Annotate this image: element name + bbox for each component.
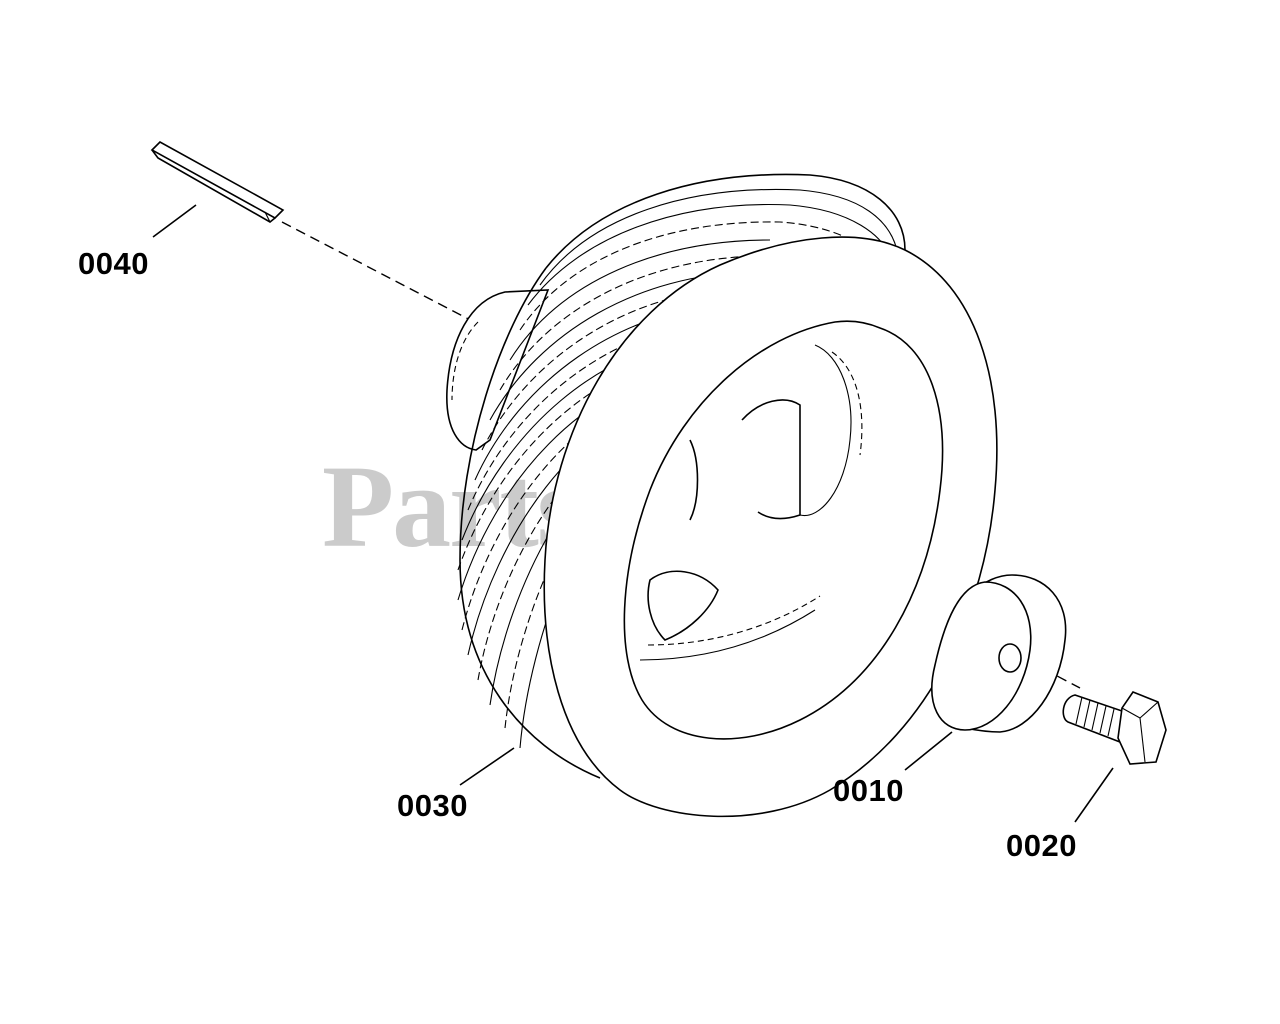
leader-0010 (904, 731, 953, 771)
bolt-part[interactable] (1062, 691, 1167, 765)
label-part-0030[interactable]: 0030 (397, 788, 468, 823)
label-part-0020[interactable]: 0020 (1006, 828, 1077, 863)
leader-0040 (152, 204, 197, 238)
key-part[interactable] (150, 141, 285, 223)
pulley-part[interactable] (446, 173, 998, 818)
label-part-0040[interactable]: 0040 (78, 246, 149, 281)
label-part-0010[interactable]: 0010 (833, 773, 904, 808)
centerline-key (281, 221, 479, 325)
leader-0030 (459, 747, 515, 786)
washer-part[interactable] (931, 574, 1067, 733)
leader-0020 (1074, 767, 1114, 823)
